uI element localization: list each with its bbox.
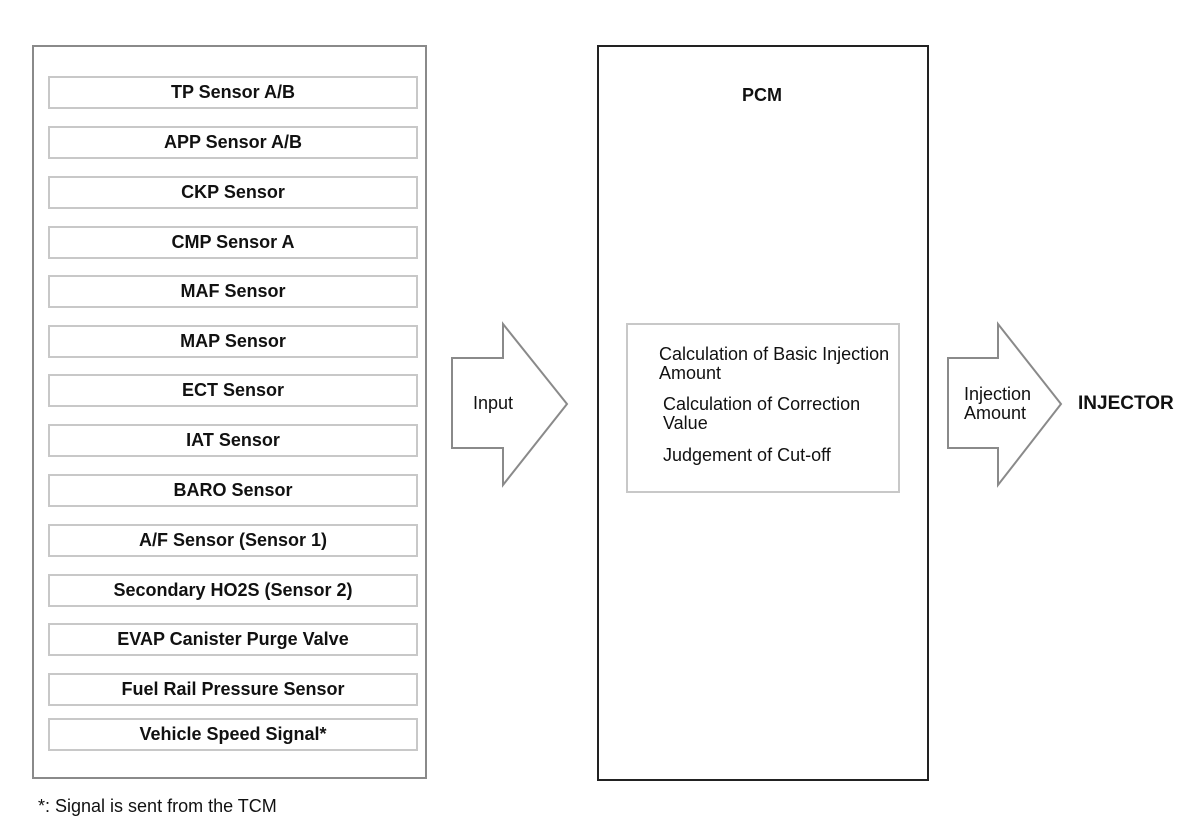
sensor-box-baro: BARO Sensor [48,474,418,507]
sensor-box-iat: IAT Sensor [48,424,418,457]
output-arrow-label-line2: Amount [964,403,1027,423]
pcm-panel: PCM Calculation of Basic Injection Amoun… [597,45,929,781]
sensor-box-maf: MAF Sensor [48,275,418,308]
injector-label: INJECTOR [1078,393,1174,414]
sensor-box-af: A/F Sensor (Sensor 1) [48,524,418,557]
output-arrow-label-line1: Injection [964,384,1032,404]
function-cut-off: Judgement of Cut-off [663,445,831,465]
sensor-box-ho2s: Secondary HO2S (Sensor 2) [48,574,418,607]
sensor-box-app: APP Sensor A/B [48,126,418,159]
function-basic-injection: Calculation of Basic Injection Amount [659,344,890,383]
sensor-box-vehicle-speed: Vehicle Speed Signal* [48,718,418,751]
function-correction-value: Calculation of Correction Value [663,394,861,433]
input-arrow [451,321,569,488]
sensor-box-cmp: CMP Sensor A [48,226,418,259]
pcm-title: PCM [742,85,782,105]
pcm-function-box: Calculation of Basic Injection Amount Ca… [626,323,900,493]
input-arrow-label: Input [473,393,514,413]
sensor-box-fuel-rail: Fuel Rail Pressure Sensor [48,673,418,706]
footnote: *: Signal is sent from the TCM [38,796,277,816]
sensor-box-map: MAP Sensor [48,325,418,358]
output-arrow [947,321,1063,488]
sensor-box-tp: TP Sensor A/B [48,76,418,109]
sensor-box-ect: ECT Sensor [48,374,418,407]
sensor-box-evap: EVAP Canister Purge Valve [48,623,418,656]
sensor-panel: TP Sensor A/B APP Sensor A/B CKP Sensor … [32,45,427,779]
sensor-box-ckp: CKP Sensor [48,176,418,209]
